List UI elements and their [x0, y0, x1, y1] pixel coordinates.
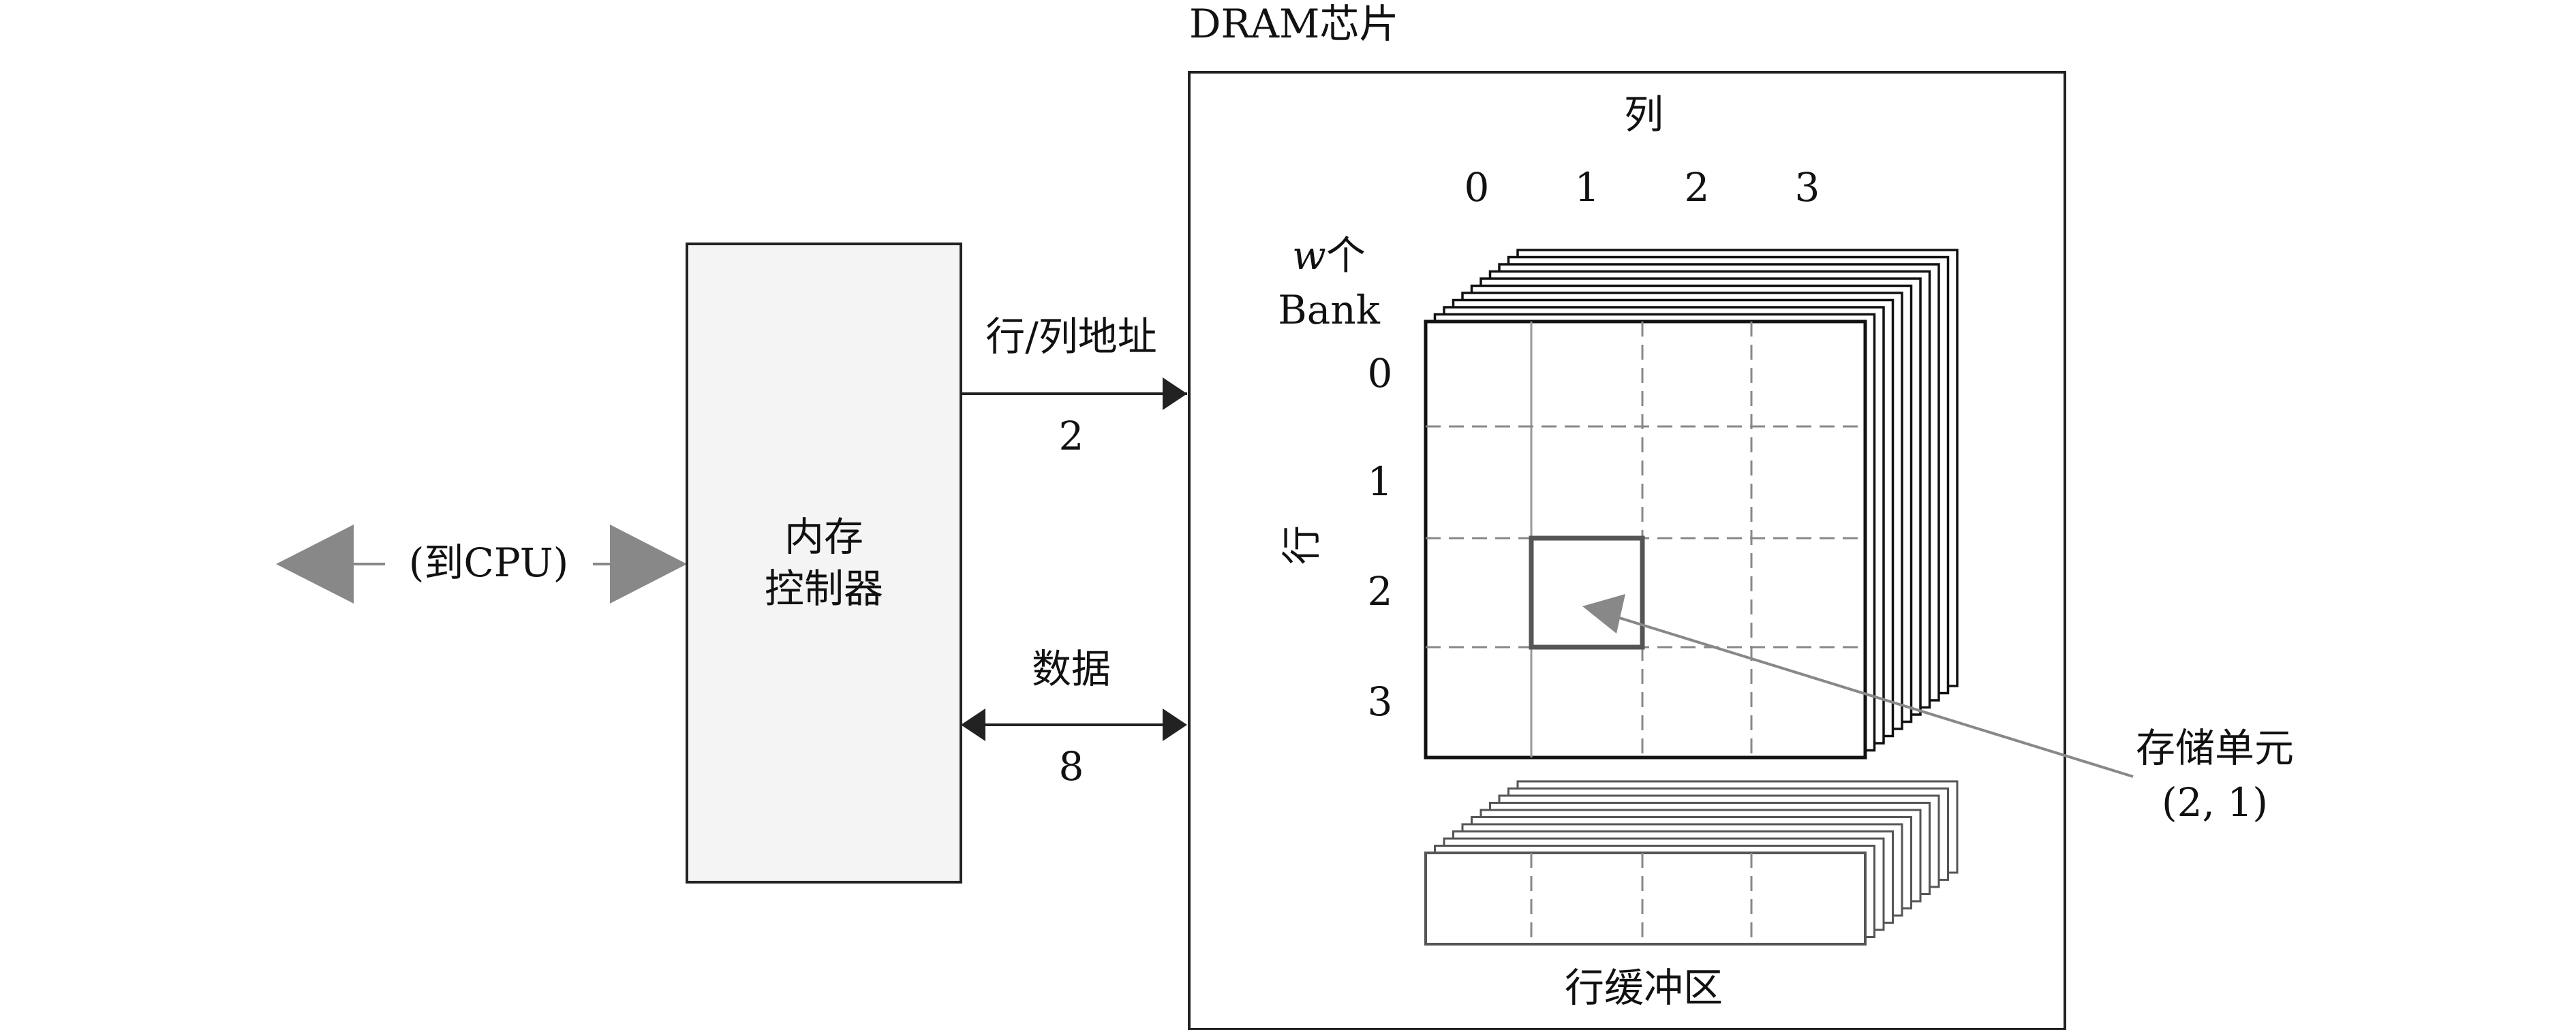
- row-buffer-grid: [1530, 853, 1753, 944]
- row-label-2: 2: [1368, 568, 1393, 614]
- column-header: 列: [1624, 91, 1663, 138]
- data-bus: 数据 8: [961, 646, 1187, 790]
- column-label-2: 2: [1685, 164, 1710, 210]
- bank-count-var: w: [1292, 232, 1326, 279]
- bank-grid: [1426, 322, 1865, 758]
- cell-callout-arrowhead-icon: [1582, 594, 1625, 634]
- cell-callout-label-line2: (2, 1): [2162, 779, 2268, 826]
- bank-count-label: w个: [1292, 232, 1366, 279]
- column-labels: 0 1 2 3: [1465, 164, 1820, 210]
- memory-controller-box: [686, 243, 962, 884]
- row-label-0: 0: [1368, 350, 1393, 396]
- row-buffer-stack: [1424, 780, 1959, 946]
- memory-controller-label-line1: 内存: [784, 514, 863, 560]
- data-bus-width: 8: [1059, 743, 1084, 790]
- row-header: 行: [1278, 525, 1325, 565]
- address-bus: 行/列地址 2: [961, 313, 1187, 459]
- memory-controller: 内存 控制器: [686, 243, 962, 884]
- row-buffer-label: 行缓冲区: [1565, 965, 1723, 1011]
- memory-controller-label-line2: 控制器: [765, 565, 883, 612]
- cpu-link: (到CPU): [276, 525, 687, 604]
- cpu-arrow-left-icon: [276, 525, 354, 604]
- cell-callout-line: [1614, 615, 2134, 778]
- bank-stack: [1424, 249, 1959, 760]
- column-label-1: 1: [1575, 164, 1600, 210]
- row-label-3: 3: [1368, 678, 1393, 725]
- address-bus-label: 行/列地址: [985, 313, 1157, 360]
- cell-callout-label-line1: 存储单元: [2136, 725, 2294, 771]
- cpu-arrow-right-icon: [610, 525, 687, 604]
- bank-count-suffix: 个: [1326, 232, 1366, 279]
- selected-cell: [1529, 535, 1645, 650]
- address-bus-width: 2: [1059, 413, 1084, 459]
- dram-chip: DRAM芯片 列 0 1 2 3 w个 Bank 行 0 1 2 3 行缓冲区: [1188, 1, 2066, 1030]
- row-buffer-front: [1424, 852, 1867, 946]
- bank-word: Bank: [1278, 287, 1381, 333]
- bank-front: [1424, 319, 1867, 760]
- column-label-0: 0: [1465, 164, 1490, 210]
- dram-chip-title: DRAM芯片: [1189, 1, 1398, 47]
- cpu-link-label: (到CPU): [409, 540, 569, 586]
- row-label-1: 1: [1368, 458, 1393, 505]
- dram-chip-box: [1188, 71, 2066, 1030]
- address-bus-arrowhead-icon: [1163, 377, 1187, 410]
- data-bus-label: 数据: [1032, 646, 1111, 692]
- row-labels: 0 1 2 3: [1368, 350, 1393, 725]
- cell-callout: 存储单元 (2, 1): [1582, 594, 2294, 826]
- data-bus-arrowhead-right-icon: [1163, 708, 1187, 741]
- column-label-3: 3: [1795, 164, 1820, 210]
- data-bus-arrowhead-left-icon: [961, 708, 985, 741]
